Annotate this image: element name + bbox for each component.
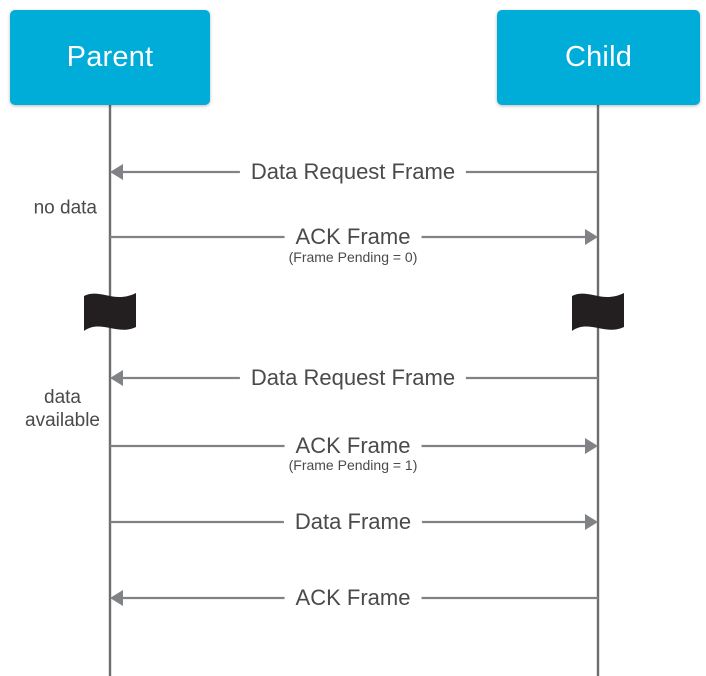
message-arrowhead-msg-5	[585, 514, 598, 530]
side-note-data-available: data available	[25, 387, 100, 431]
message-label-ack-frame-1: ACK Frame	[284, 224, 422, 250]
message-label-ack-frame-3: ACK Frame	[284, 585, 422, 611]
actor-box-child[interactable]: Child	[497, 10, 700, 105]
break-symbol-break-child	[572, 293, 624, 331]
message-arrowhead-msg-3	[110, 370, 123, 386]
actor-label-parent: Parent	[66, 41, 154, 73]
message-label-data-request-frame-1: Data Request Frame	[239, 159, 467, 185]
message-label-data-frame: Data Frame	[283, 509, 423, 535]
message-label-ack-frame-2: ACK Frame	[284, 433, 422, 459]
actor-label-child: Child	[564, 41, 633, 73]
message-arrowhead-msg-4	[585, 438, 598, 454]
side-note-no-data: no data	[33, 197, 97, 219]
message-arrowhead-msg-6	[110, 590, 123, 606]
message-sublabel-frame-pending-1: (Frame Pending = 1)	[282, 457, 424, 474]
message-sublabel-frame-pending-0: (Frame Pending = 0)	[282, 249, 424, 266]
actor-box-parent[interactable]: Parent	[10, 10, 210, 105]
message-arrowhead-msg-1	[110, 164, 123, 180]
message-arrowhead-msg-2	[585, 229, 598, 245]
break-symbol-break-parent	[84, 293, 136, 331]
message-label-data-request-frame-2: Data Request Frame	[239, 365, 467, 391]
